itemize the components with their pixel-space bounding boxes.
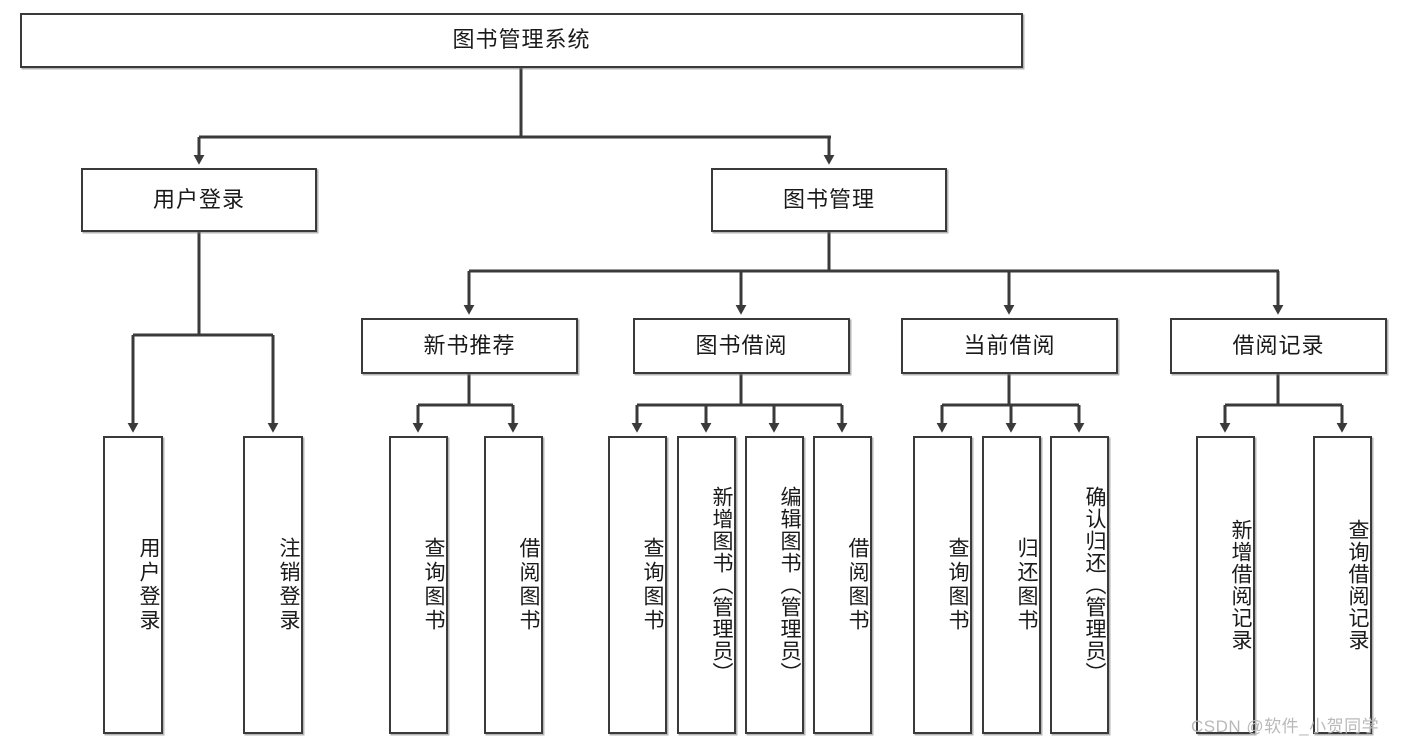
leaf-user-logout[interactable]: 注销登录: [243, 436, 303, 734]
leaf-record-add-borrow-record[interactable]: 新增借阅记录: [1196, 436, 1255, 734]
leaf-borrow-edit-book-admin[interactable]: 编辑图书（管理员）: [745, 436, 804, 734]
leaf-recommend-query-book[interactable]: 查询图书: [389, 436, 448, 734]
node-borrow-record[interactable]: 借阅记录: [1170, 318, 1387, 374]
leaf-borrow-borrow-book[interactable]: 借阅图书: [813, 436, 872, 734]
leaf-recommend-borrow-book[interactable]: 借阅图书: [484, 436, 543, 734]
node-book-borrow[interactable]: 图书借阅: [633, 318, 850, 374]
leaf-record-query-borrow-record[interactable]: 查询借阅记录: [1313, 436, 1372, 734]
node-user-login[interactable]: 用户登录: [81, 168, 317, 232]
watermark: CSDN @软件_小贺同学: [1191, 717, 1380, 736]
leaf-borrow-query-book[interactable]: 查询图书: [608, 436, 667, 734]
leaf-borrow-add-book-admin[interactable]: 新增图书（管理员）: [677, 436, 736, 734]
node-current-borrow[interactable]: 当前借阅: [901, 318, 1118, 374]
leaf-current-confirm-return-admin[interactable]: 确认归还（管理员）: [1050, 436, 1109, 734]
leaf-current-query-book[interactable]: 查询图书: [913, 436, 972, 734]
leaf-current-return-book[interactable]: 归还图书: [982, 436, 1041, 734]
node-new-book-recommend[interactable]: 新书推荐: [361, 318, 578, 374]
node-book-manage[interactable]: 图书管理: [711, 168, 947, 232]
node-root[interactable]: 图书管理系统: [20, 13, 1023, 68]
leaf-user-login[interactable]: 用户登录: [103, 436, 163, 734]
